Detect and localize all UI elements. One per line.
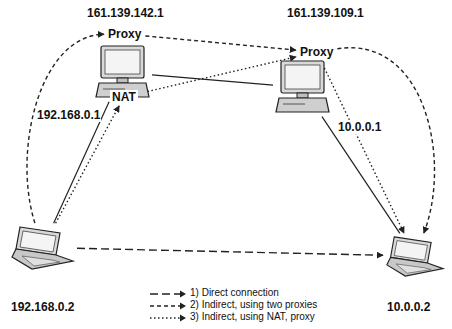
connection-path <box>145 36 296 50</box>
legend-arrowhead <box>180 291 186 298</box>
connection-path <box>140 57 296 93</box>
connection-path <box>27 34 104 223</box>
laptop-computer: 10.0.0.2 <box>385 235 445 277</box>
legend-sample-nat <box>150 317 180 318</box>
ip-address: 161.139.142.1 <box>86 6 165 20</box>
legend-entry: 3) Indirect, using NAT, proxy <box>190 311 315 322</box>
role-name: Proxy <box>300 45 333 59</box>
legend-arrowhead <box>180 303 186 310</box>
ip-address: 10.0.0.1 <box>337 120 382 134</box>
role-name: NAT <box>112 90 136 104</box>
connection-path <box>77 248 383 255</box>
desktop-computer-icon <box>275 60 330 115</box>
ip-address: 192.168.0.1 <box>36 108 101 122</box>
connection-path <box>56 106 120 223</box>
proxy-label: Proxy <box>298 45 335 59</box>
network-link <box>322 117 400 234</box>
ip-address: 10.0.0.2 <box>386 300 431 314</box>
laptop-computer: 192.168.0.2 <box>10 225 75 270</box>
legend-sample-proxies <box>150 305 180 306</box>
nat-label: NAT <box>110 90 138 104</box>
role-name: Proxy <box>108 27 141 41</box>
ip-address: 161.139.109.1 <box>286 6 365 20</box>
laptop-computer-icon <box>10 225 75 270</box>
connection-path <box>337 48 434 233</box>
connection-path <box>321 61 404 233</box>
network-link <box>152 75 273 85</box>
proxy-label: Proxy <box>106 27 143 41</box>
legend-entry: 1) Direct connection <box>190 287 279 298</box>
legend-sample-direct <box>150 293 180 294</box>
legend-entry: 2) Indirect, using two proxies <box>190 299 317 310</box>
ip-address: 192.168.0.2 <box>10 300 75 314</box>
desktop-computer: 161.139.109.110.0.0.1 <box>275 60 330 115</box>
laptop-computer-icon <box>385 235 445 277</box>
legend-arrowhead <box>180 315 186 322</box>
